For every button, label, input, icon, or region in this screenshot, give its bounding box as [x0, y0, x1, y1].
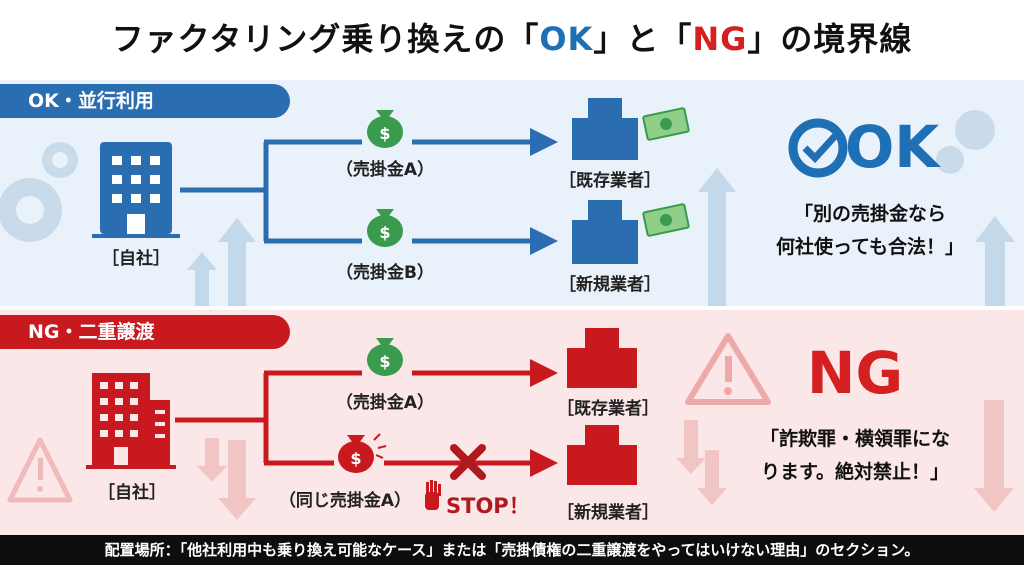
svg-text:$: $	[379, 124, 390, 143]
svg-text:$: $	[379, 352, 390, 371]
x-mark-icon	[450, 444, 486, 480]
ok-message-line1: 「別の売掛金なら	[793, 203, 946, 225]
ng-message-line2: ります。絶対禁止！」	[760, 461, 950, 483]
flow-lines	[175, 370, 535, 466]
building-icon	[572, 98, 638, 160]
cash-icon	[642, 107, 690, 141]
receivable-b-label: （売掛金B）	[336, 263, 434, 283]
building-icon	[567, 328, 637, 388]
ng-section-header: NG・二重譲渡	[0, 315, 290, 349]
money-bag-icon: $	[362, 110, 412, 154]
arrow-head-icon	[530, 359, 558, 387]
self-label: ［自社］	[102, 249, 170, 269]
receivable-a-label: （売掛金A）	[335, 393, 435, 413]
footer-caption: 配置場所：「他社利用中も乗り換え可能なケース」または「売掛債権の二重譲渡をやって…	[0, 535, 1024, 565]
warning-icon	[7, 437, 73, 503]
same-receivable-label: （同じ売掛金A）	[278, 491, 412, 511]
money-bag-icon: $	[362, 338, 412, 379]
page-title: ファクタリング乗り換えの「OK」と「NG」の境界線	[111, 20, 913, 58]
ok-check-icon	[788, 118, 848, 178]
arrow-head-icon	[530, 128, 558, 156]
new-vendor-label: ［新規業者］	[559, 275, 661, 295]
self-label: ［自社］	[98, 483, 166, 503]
stop-label: STOP！	[446, 494, 530, 518]
ng-badge: NG	[806, 339, 904, 407]
ok-message-line2: 何社使っても合法！」	[775, 236, 965, 258]
warning-icon	[685, 333, 771, 405]
arrow-head-icon	[530, 227, 558, 255]
existing-vendor-label: ［既存業者］	[557, 399, 659, 419]
existing-vendor-label: ［既存業者］	[559, 171, 661, 191]
stop-hand-icon	[425, 480, 441, 510]
svg-text:$: $	[379, 223, 390, 242]
money-bag-icon: $	[362, 209, 412, 253]
flow-lines	[180, 139, 535, 244]
building-icon	[92, 142, 180, 238]
ok-section-header: OK・並行利用	[0, 84, 290, 118]
building-icon	[567, 425, 637, 485]
building-icon	[572, 200, 638, 264]
cash-icon	[642, 203, 690, 237]
down-arrow-icon	[197, 400, 1014, 520]
svg-text:$: $	[350, 449, 361, 468]
ng-message-line1: 「詐欺罪・横領罪にな	[759, 428, 950, 450]
receivable-a-label: （売掛金A）	[335, 160, 435, 180]
up-arrow-icon	[187, 168, 1015, 306]
arrow-head-icon	[530, 449, 558, 477]
ok-badge: OK	[845, 113, 940, 181]
building-icon	[86, 373, 176, 469]
broken-money-bag-icon: $	[334, 433, 387, 474]
new-vendor-label: ［新規業者］	[557, 503, 659, 523]
